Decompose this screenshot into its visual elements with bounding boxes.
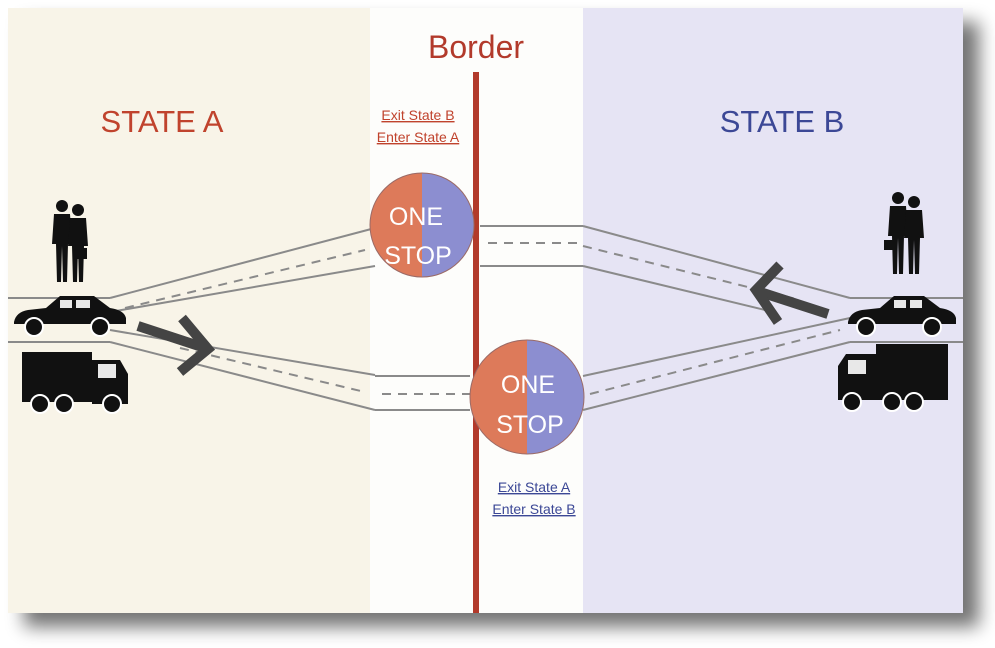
state-b-label: STATE B — [720, 104, 845, 139]
border-label: Border — [428, 29, 524, 65]
top-stop-caption-line2: Enter State A — [377, 129, 460, 145]
top-stop-line2: STOP — [384, 242, 452, 270]
truck-icon — [22, 352, 128, 414]
person-icon — [52, 200, 88, 282]
bottom-stop-line1: ONE — [501, 371, 555, 399]
top-stop-line1: ONE — [389, 203, 443, 231]
bottom-stop-caption-line2: Enter State B — [492, 501, 575, 517]
one-stop-bottom: ONE STOP — [469, 339, 585, 455]
bottom-stop-line2: STOP — [496, 411, 564, 439]
truck-icon — [838, 344, 948, 412]
bottom-stop-caption-line1: Exit State A — [498, 479, 571, 495]
arrow-icon — [136, 314, 216, 376]
car-icon — [848, 296, 956, 337]
one-stop-top: ONE STOP — [369, 172, 475, 278]
person-icon — [884, 192, 924, 274]
arrow-icon — [749, 261, 830, 325]
state-a-label: STATE A — [101, 104, 224, 139]
top-stop-caption-line1: Exit State B — [381, 107, 454, 123]
car-icon — [14, 296, 126, 337]
